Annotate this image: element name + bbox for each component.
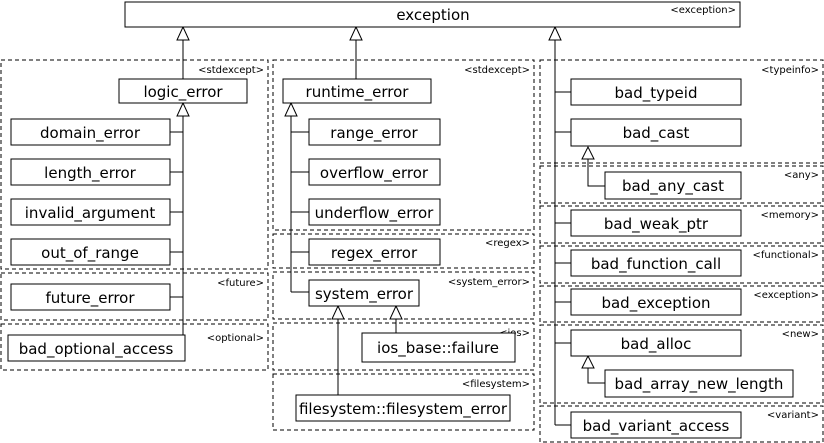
- frame-new: [539, 324, 824, 404]
- header-label-exception: <exception>: [753, 290, 819, 301]
- class-name-underflow-error: underflow_error: [315, 204, 434, 223]
- class-name-out-of-range: out_of_range: [41, 244, 139, 263]
- arrowhead-runtime-error: [284, 101, 298, 117]
- frame-filesystem: [272, 373, 535, 431]
- class-filesystem-error: filesystem::filesystem_error: [295, 394, 511, 422]
- edge-bad-any-cast-to-bad-cast: [587, 159, 605, 187]
- class-name-exception: exception: [396, 6, 469, 24]
- class-name-runtime-error: runtime_error: [306, 83, 410, 102]
- header-label-filesystem: <filesystem>: [462, 379, 530, 390]
- arrowhead-bad-cast: [581, 145, 595, 160]
- class-bad-optional-access: bad_optional_access: [7, 334, 186, 362]
- class-future-error: future_error: [10, 283, 171, 311]
- class-bad-alloc: bad_alloc: [570, 329, 742, 357]
- class-name-bad-function-call: bad_function_call: [591, 255, 721, 274]
- class-bad-cast: bad_cast: [570, 118, 742, 147]
- class-logic-error: logic_error: [118, 78, 248, 104]
- class-name-bad-any-cast: bad_any_cast: [622, 177, 724, 196]
- class-name-range-error: range_error: [330, 124, 418, 143]
- header-label-system: <system_error>: [448, 277, 530, 288]
- frame-logic: [0, 59, 269, 270]
- class-box-exception: [124, 1, 741, 28]
- edge-bad-array-new-length-to-bad-alloc: [587, 368, 605, 384]
- class-name-invalid-argument: invalid_argument: [25, 204, 156, 223]
- class-runtime-error: runtime_error: [282, 78, 432, 104]
- header-label-new: <new>: [782, 329, 819, 340]
- class-out-of-range: out_of_range: [10, 238, 171, 266]
- class-name-bad-array-new-length: bad_array_new_length: [615, 375, 784, 394]
- class-bad-any-cast: bad_any_cast: [604, 171, 742, 200]
- class-name-filesystem-error: filesystem::filesystem_error: [299, 400, 508, 419]
- header-frames: [0, 59, 824, 443]
- class-bad-array-new-length: bad_array_new_length: [604, 369, 794, 398]
- frame-future: [0, 272, 269, 321]
- frame-variant: [539, 405, 824, 443]
- class-invalid-argument: invalid_argument: [10, 198, 171, 226]
- frame-functional: [539, 245, 824, 284]
- class-name-bad-cast: bad_cast: [623, 124, 690, 143]
- arrowhead-system-error-left: [331, 304, 345, 320]
- frame-exception: [539, 285, 824, 323]
- class-bad-variant-access: bad_variant_access: [570, 411, 742, 439]
- arrowhead-bad-alloc: [581, 354, 595, 369]
- arrowhead-exception-left: [176, 25, 190, 41]
- class-name-ios-base-failure: ios_base::failure: [377, 339, 499, 358]
- header-label-root: <exception>: [670, 5, 736, 16]
- class-name-bad-alloc: bad_alloc: [621, 335, 692, 354]
- header-label-runtime: <stdexcept>: [464, 65, 530, 76]
- class-overflow-error: overflow_error: [308, 158, 441, 186]
- header-label-optional: <optional>: [207, 333, 264, 344]
- class-name-bad-exception: bad_exception: [601, 294, 710, 313]
- class-name-length-error: length_error: [44, 164, 136, 183]
- header-label-variant: <variant>: [767, 410, 819, 421]
- class-name-bad-optional-access: bad_optional_access: [19, 340, 174, 359]
- frame-memory: [539, 205, 824, 244]
- header-label-regex: <regex>: [485, 238, 530, 249]
- header-label-any: <any>: [784, 170, 819, 181]
- inheritance-edges: [170, 25, 605, 426]
- class-name-bad-weak-ptr: bad_weak_ptr: [604, 215, 709, 234]
- class-length-error: length_error: [10, 158, 171, 186]
- arrowhead-exception-middle: [349, 25, 363, 41]
- class-name-overflow-error: overflow_error: [320, 164, 429, 183]
- class-bad-function-call: bad_function_call: [570, 249, 742, 277]
- class-name-future-error: future_error: [45, 289, 135, 308]
- class-domain-error: domain_error: [10, 118, 171, 146]
- frame-any: [539, 165, 824, 204]
- frame-typeinfo: [539, 59, 824, 164]
- class-name-regex-error: regex_error: [331, 244, 418, 263]
- class-exception: exception <exception>: [124, 1, 741, 28]
- class-underflow-error: underflow_error: [308, 198, 441, 226]
- class-range-error: range_error: [308, 118, 441, 146]
- frame-optional: [0, 323, 269, 371]
- class-ios-base-failure: ios_base::failure: [361, 332, 516, 363]
- class-name-bad-typeid: bad_typeid: [615, 84, 698, 103]
- header-label-logic: <stdexcept>: [198, 65, 264, 76]
- class-name-logic-error: logic_error: [143, 83, 223, 102]
- header-label-typeinfo: <typeinfo>: [761, 65, 819, 76]
- class-name-bad-variant-access: bad_variant_access: [583, 417, 730, 436]
- class-bad-typeid: bad_typeid: [570, 78, 742, 106]
- header-label-functional: <functional>: [752, 250, 819, 261]
- header-label-future: <future>: [217, 278, 264, 289]
- arrowhead-logic-error: [176, 101, 190, 117]
- arrowhead-exception-right: [548, 25, 562, 41]
- class-bad-weak-ptr: bad_weak_ptr: [570, 209, 742, 237]
- arrowhead-system-error-right: [389, 304, 403, 320]
- frame-runtime: [272, 59, 535, 231]
- class-system-error: system_error: [308, 279, 420, 307]
- class-bad-exception: bad_exception: [570, 288, 742, 316]
- class-name-system-error: system_error: [315, 285, 414, 304]
- header-label-memory: <memory>: [760, 210, 819, 221]
- class-regex-error: regex_error: [308, 238, 441, 266]
- class-name-domain-error: domain_error: [40, 124, 141, 143]
